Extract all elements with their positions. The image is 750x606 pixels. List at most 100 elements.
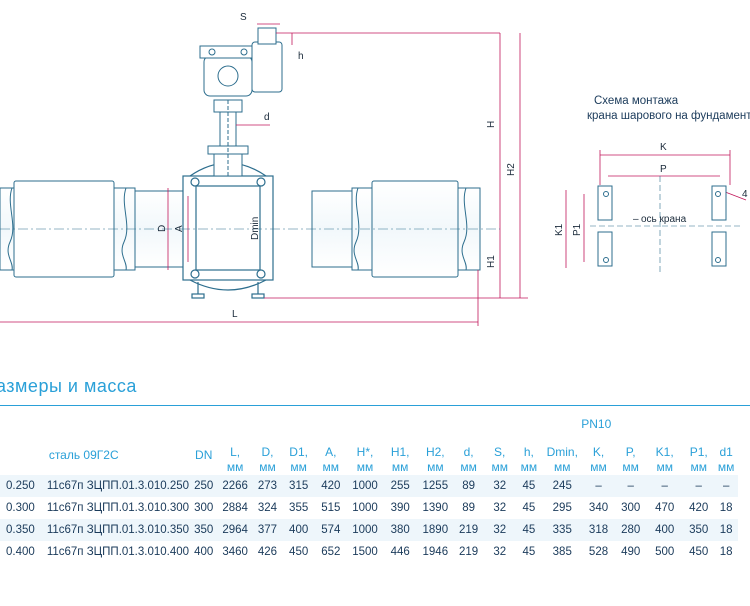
dim-d: d (264, 112, 270, 123)
column-unit: мм (491, 460, 508, 474)
table-cell: 446 (390, 546, 410, 558)
scheme-P1: P1 (572, 223, 583, 236)
table-cell: 300 (621, 502, 641, 514)
foundation-scheme: Схема монтажа крана шарового на фундамен… (554, 95, 750, 274)
column-name: d, (463, 445, 474, 459)
table-cell: 89 (462, 502, 475, 514)
row-code: 0.350 (0, 519, 41, 541)
row-designation: 11с67п ЗЦПП.01.3.010.300 (46, 502, 190, 514)
table-cell: 350 (189, 519, 219, 541)
table-cell: 324 (257, 502, 278, 514)
table-cell: 32 (484, 519, 516, 541)
row-designation: 11с67п ЗЦПП.01.3.010.350 (40, 519, 190, 541)
column-unit: мм (427, 460, 444, 474)
column-unit: мм (622, 460, 639, 474)
column-unit: мм (717, 460, 735, 474)
scheme-K: K (660, 142, 667, 153)
column-header: DN (189, 435, 218, 475)
table-cell: 255 (382, 475, 418, 497)
column-header: D,мм (252, 435, 283, 475)
column-name: K1, (655, 445, 674, 459)
column-header: Dmin,мм (543, 435, 582, 475)
column-unit: мм (460, 460, 477, 474)
section-title: азмеры и масса (0, 376, 137, 396)
dim-D: D (157, 225, 168, 232)
column-unit: мм (259, 460, 276, 474)
table-cell: 245 (542, 475, 582, 497)
table-cell: 450 (289, 546, 309, 558)
table-cell: 500 (655, 546, 675, 558)
table-cell: 1390 (422, 502, 449, 514)
column-name: DN (195, 447, 213, 462)
dim-Dmin: Dmin (250, 217, 261, 240)
row-designation: 11с67п ЗЦПП.01.3.010.400 (46, 546, 190, 558)
column-name: P1, (689, 445, 708, 459)
table-cell: 45 (515, 475, 543, 497)
column-header: D1,мм (283, 435, 314, 475)
table-cell: 280 (615, 519, 647, 541)
scheme-P: P (660, 164, 667, 175)
row-code: 0.400 (6, 546, 35, 558)
table-cell: 335 (542, 519, 582, 541)
table-cell: 89 (453, 475, 485, 497)
table-cell: 295 (552, 502, 572, 514)
table-cell: 32 (493, 546, 507, 558)
column-name: Dmin, (546, 445, 578, 459)
column-header: K1,мм (646, 435, 683, 475)
column-header: P,мм (615, 435, 646, 475)
dim-A: A (174, 225, 185, 232)
column-header: L,мм (218, 435, 251, 475)
table-cell: 652 (321, 546, 341, 558)
scheme-axis-text: ось крана (641, 214, 687, 225)
valve-body (182, 162, 274, 299)
scheme-K1: K1 (554, 223, 565, 236)
table-cell: 250 (189, 475, 219, 497)
dim-h: h (298, 51, 304, 62)
table-cell: 355 (289, 502, 309, 514)
table-cell: 219 (453, 519, 485, 541)
table-cell: 350 (683, 519, 715, 541)
table-cell: 420 (689, 502, 709, 514)
table-cell: 1000 (347, 475, 383, 497)
table-cell: 420 (314, 475, 348, 497)
column-name: P, (625, 445, 636, 459)
table-cell: 3460 (222, 546, 248, 558)
row-code: 0.250 (0, 475, 41, 497)
scheme-title-1: Схема монтажа (594, 95, 679, 107)
column-name: D, (261, 445, 274, 459)
table-cell: 490 (621, 546, 641, 558)
column-name: K, (592, 445, 605, 459)
table-cell: 450 (689, 546, 709, 558)
table-cell: 390 (390, 502, 410, 514)
pn-label: PN10 (581, 417, 612, 431)
table-cell: 2266 (218, 475, 252, 497)
column-header: h,мм (515, 435, 542, 475)
table-cell: – (581, 475, 616, 497)
table-cell: 380 (382, 519, 418, 541)
column-unit: мм (322, 460, 340, 474)
pn-row: PN10 (0, 413, 738, 435)
table-cell: 1000 (352, 502, 378, 514)
table-cell: 300 (194, 502, 214, 514)
column-name: H1, (390, 445, 410, 459)
table-cell: 400 (194, 546, 214, 558)
row-designation: 11с67п ЗЦПП.01.3.010.250 (40, 475, 190, 497)
table-cell: 315 (283, 475, 315, 497)
section-divider (0, 405, 750, 406)
table-cell: 1000 (347, 519, 383, 541)
dim-L: L (232, 309, 238, 320)
column-unit: мм (690, 460, 707, 474)
valve-stem (207, 99, 249, 177)
table-cell: – (683, 475, 715, 497)
column-header: H1,мм (383, 435, 418, 475)
table-cell: 18 (714, 519, 738, 541)
table-cell: 1500 (352, 546, 378, 558)
dimension-lines (0, 23, 528, 326)
